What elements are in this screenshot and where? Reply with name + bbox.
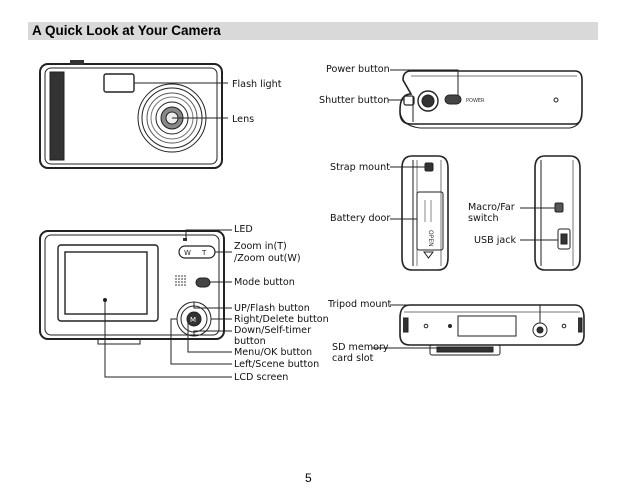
camera-front-view bbox=[39, 60, 228, 169]
camera-left-side-view: OPEN bbox=[390, 155, 449, 271]
section-header: A Quick Look at Your Camera bbox=[28, 22, 598, 40]
macro-far-label-line2: switch bbox=[468, 213, 499, 224]
power-button-label: Power button bbox=[326, 64, 390, 75]
right-delete-label: Right/Delete button bbox=[234, 314, 329, 325]
svg-text:W: W bbox=[184, 249, 191, 257]
menu-ok-label: Menu/OK button bbox=[234, 347, 313, 358]
page-number: 5 bbox=[305, 471, 312, 485]
flash-light-label: Flash light bbox=[232, 79, 282, 90]
sd-slot-label-line2: card slot bbox=[332, 353, 374, 364]
svg-text:T: T bbox=[201, 249, 207, 257]
svg-text:OPEN: OPEN bbox=[427, 230, 434, 247]
left-scene-label: Left/Scene button bbox=[234, 359, 320, 370]
camera-back-view: W T M bbox=[39, 229, 232, 378]
down-selftimer-label-line1: Down/Self-timer bbox=[234, 325, 312, 336]
usb-jack-label: USB jack bbox=[474, 235, 517, 246]
section-title: A Quick Look at Your Camera bbox=[32, 23, 221, 38]
zoom-label-line2: /Zoom out(W) bbox=[234, 253, 301, 264]
lcd-screen-label: LCD screen bbox=[234, 372, 289, 383]
camera-right-side-view bbox=[520, 155, 581, 271]
strap-mount-label: Strap mount bbox=[330, 162, 390, 173]
camera-bottom-view bbox=[372, 304, 585, 356]
mode-button-label: Mode button bbox=[234, 277, 295, 288]
svg-text:POWER: POWER bbox=[466, 98, 485, 104]
svg-text:M: M bbox=[190, 316, 196, 324]
sd-slot-label-line1: SD memory bbox=[332, 342, 389, 353]
camera-top-view: POWER bbox=[388, 69, 583, 129]
up-flash-label: UP/Flash button bbox=[234, 303, 310, 314]
flash-light-window bbox=[103, 73, 135, 93]
battery-door-label: Battery door bbox=[330, 213, 391, 224]
tripod-mount-label: Tripod mount bbox=[328, 299, 392, 310]
zoom-label-line1: Zoom in(T) bbox=[234, 241, 287, 252]
led-indicator bbox=[183, 238, 187, 241]
macro-far-label-line1: Macro/Far bbox=[468, 202, 515, 213]
lens-label: Lens bbox=[232, 114, 255, 125]
shutter-button-label: Shutter button bbox=[319, 95, 390, 106]
down-selftimer-label-line2: button bbox=[234, 336, 266, 347]
led-label: LED bbox=[234, 224, 253, 235]
lcd-screen bbox=[64, 251, 148, 315]
